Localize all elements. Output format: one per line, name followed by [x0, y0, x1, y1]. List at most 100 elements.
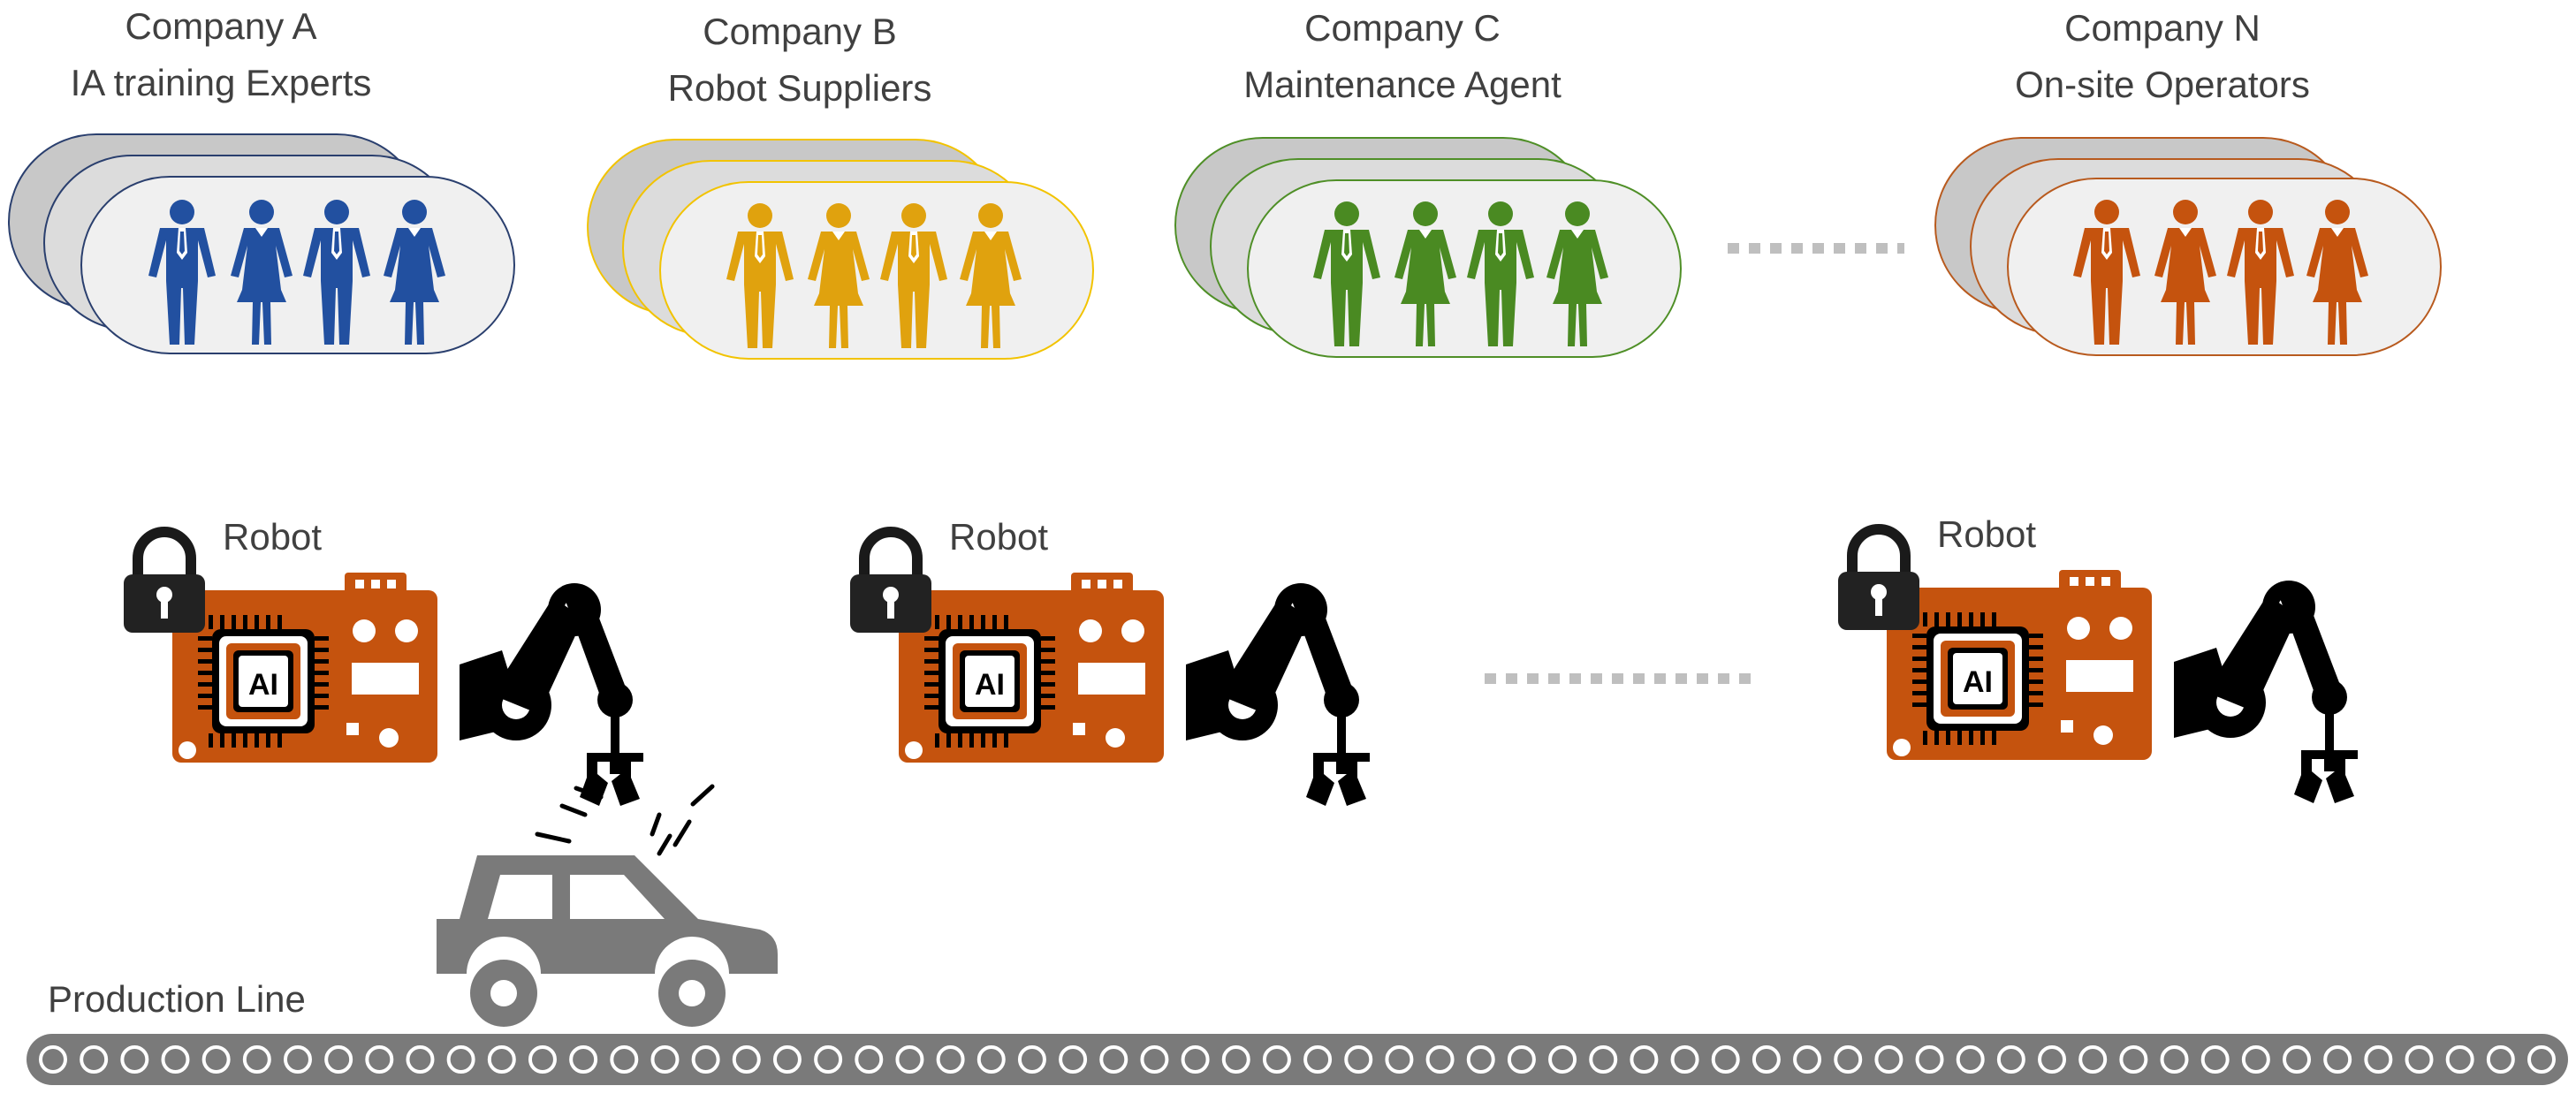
belt-roller	[732, 1045, 761, 1074]
belt-roller	[1262, 1045, 1291, 1074]
belt-roller	[1793, 1045, 1822, 1074]
production-line-label: Production Line	[48, 978, 306, 1020]
belt-roller	[1059, 1045, 1088, 1074]
belt-roller	[1181, 1045, 1210, 1074]
lock-icon	[124, 527, 205, 633]
belt-roller	[1303, 1045, 1333, 1074]
belt-roller	[2323, 1045, 2352, 1074]
belt-roller	[1385, 1045, 1414, 1074]
company-a-card	[80, 176, 515, 354]
belt-roller	[1711, 1045, 1740, 1074]
company-n-role: On-site Operators	[2015, 64, 2310, 105]
belt-roller	[2038, 1045, 2067, 1074]
belt-roller	[1507, 1045, 1536, 1074]
belt-roller	[1548, 1045, 1577, 1074]
belt-roller	[1466, 1045, 1495, 1074]
company-c-role: Maintenance Agent	[1243, 64, 1562, 105]
belt-roller	[2486, 1045, 2515, 1074]
ai-board-icon: AI	[1887, 570, 2152, 760]
belt-roller	[161, 1045, 190, 1074]
belt-roller	[406, 1045, 435, 1074]
belt-roller	[487, 1045, 516, 1074]
belt-roller	[80, 1045, 109, 1074]
belt-roller	[814, 1045, 843, 1074]
belt-roller	[2527, 1045, 2556, 1074]
belt-roller	[365, 1045, 394, 1074]
chip-label: AI	[1963, 665, 1993, 699]
company-c-card	[1247, 179, 1682, 358]
belt-roller	[691, 1045, 720, 1074]
robot-label: Robot	[1937, 513, 2036, 555]
belt-roller	[1670, 1045, 1699, 1074]
company-b-name: Company B	[703, 11, 896, 52]
belt-roller	[324, 1045, 353, 1074]
robot-arm-icon	[2174, 581, 2358, 803]
belt-roller	[976, 1045, 1006, 1074]
belt-roller	[2283, 1045, 2312, 1074]
robot-arm-icon	[1186, 583, 1370, 806]
belt-roller	[1221, 1045, 1250, 1074]
belt-roller	[569, 1045, 598, 1074]
belt-roller	[2160, 1045, 2189, 1074]
belt-roller	[1874, 1045, 1904, 1074]
belt-roller	[1140, 1045, 1169, 1074]
belt-roller	[2445, 1045, 2474, 1074]
company-n-name: Company N	[2064, 7, 2261, 49]
belt-roller	[2078, 1045, 2108, 1074]
chip-label: AI	[975, 668, 1005, 702]
spark-lines	[535, 784, 715, 856]
company-n-group	[1934, 137, 2442, 356]
belt-roller	[936, 1045, 965, 1074]
ai-board-icon: AI	[899, 573, 1164, 763]
belt-roller	[1834, 1045, 1863, 1074]
ai-board-icon: AI	[172, 573, 437, 763]
robot-label: Robot	[223, 516, 322, 558]
belt-roller	[895, 1045, 924, 1074]
company-b-group	[587, 139, 1094, 360]
belt-roller	[2405, 1045, 2434, 1074]
belt-roller	[120, 1045, 149, 1074]
company-n-label: Company N On-site Operators	[2015, 7, 2310, 105]
conveyor-belt	[27, 1034, 2568, 1085]
belt-roller	[1630, 1045, 1659, 1074]
belt-roller	[1099, 1045, 1128, 1074]
belt-roller	[1752, 1045, 1781, 1074]
belt-roller	[2200, 1045, 2230, 1074]
company-a-role: IA training Experts	[71, 62, 372, 103]
company-b-card	[659, 181, 1094, 360]
robot-label: Robot	[949, 516, 1048, 558]
company-c-group	[1174, 137, 1682, 358]
company-b-label: Company B Robot Suppliers	[668, 11, 932, 109]
belt-roller	[1425, 1045, 1455, 1074]
belt-roller	[446, 1045, 475, 1074]
belt-roller	[2119, 1045, 2148, 1074]
lock-icon	[1838, 524, 1919, 630]
belt-roller	[201, 1045, 231, 1074]
company-a-group	[8, 133, 515, 354]
belt-roller	[1589, 1045, 1618, 1074]
company-n-card	[2007, 178, 2442, 356]
belt-roller	[1956, 1045, 1985, 1074]
company-c-name: Company C	[1304, 7, 1501, 49]
belt-roller	[39, 1045, 67, 1074]
belt-roller	[1017, 1045, 1046, 1074]
belt-roller	[2241, 1045, 2270, 1074]
belt-roller	[528, 1045, 557, 1074]
company-a-label: Company A IA training Experts	[71, 5, 372, 103]
belt-roller	[855, 1045, 884, 1074]
company-a-name: Company A	[125, 5, 316, 47]
belt-roller	[1915, 1045, 1944, 1074]
belt-roller	[610, 1045, 639, 1074]
belt-roller	[650, 1045, 680, 1074]
robot-arm-icon	[460, 583, 643, 806]
company-b-role: Robot Suppliers	[668, 67, 932, 109]
belt-roller	[2364, 1045, 2393, 1074]
company-c-label: Company C Maintenance Agent	[1243, 7, 1562, 105]
car-icon	[437, 784, 778, 1027]
lock-icon	[850, 527, 931, 633]
belt-roller	[1996, 1045, 2025, 1074]
belt-roller	[242, 1045, 271, 1074]
